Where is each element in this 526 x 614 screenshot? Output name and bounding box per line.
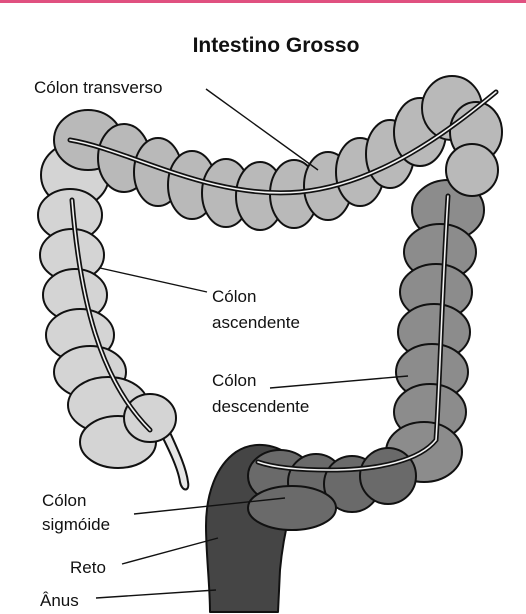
leader-anus: [96, 590, 216, 598]
label-sigmoid-colon-line2: sigmóide: [42, 514, 110, 536]
label-descending-colon-line2: descendente: [212, 396, 309, 418]
leader-rectum: [122, 538, 218, 564]
leader-transverse: [206, 89, 318, 170]
label-anus: Ânus: [40, 590, 79, 612]
label-transverse-colon: Cólon transverso: [34, 77, 163, 99]
leader-ascending: [100, 268, 207, 292]
label-sigmoid-colon-line1: Cólon: [42, 490, 86, 512]
diagram-title: Intestino Grosso: [0, 34, 526, 58]
label-ascending-colon-line2: ascendente: [212, 312, 300, 334]
label-descending-colon-line1: Cólon: [212, 370, 256, 392]
label-rectum: Reto: [70, 557, 106, 579]
leader-descending: [270, 376, 408, 388]
label-ascending-colon-line1: Cólon: [212, 286, 256, 308]
sigmoid-colon: [248, 448, 416, 530]
